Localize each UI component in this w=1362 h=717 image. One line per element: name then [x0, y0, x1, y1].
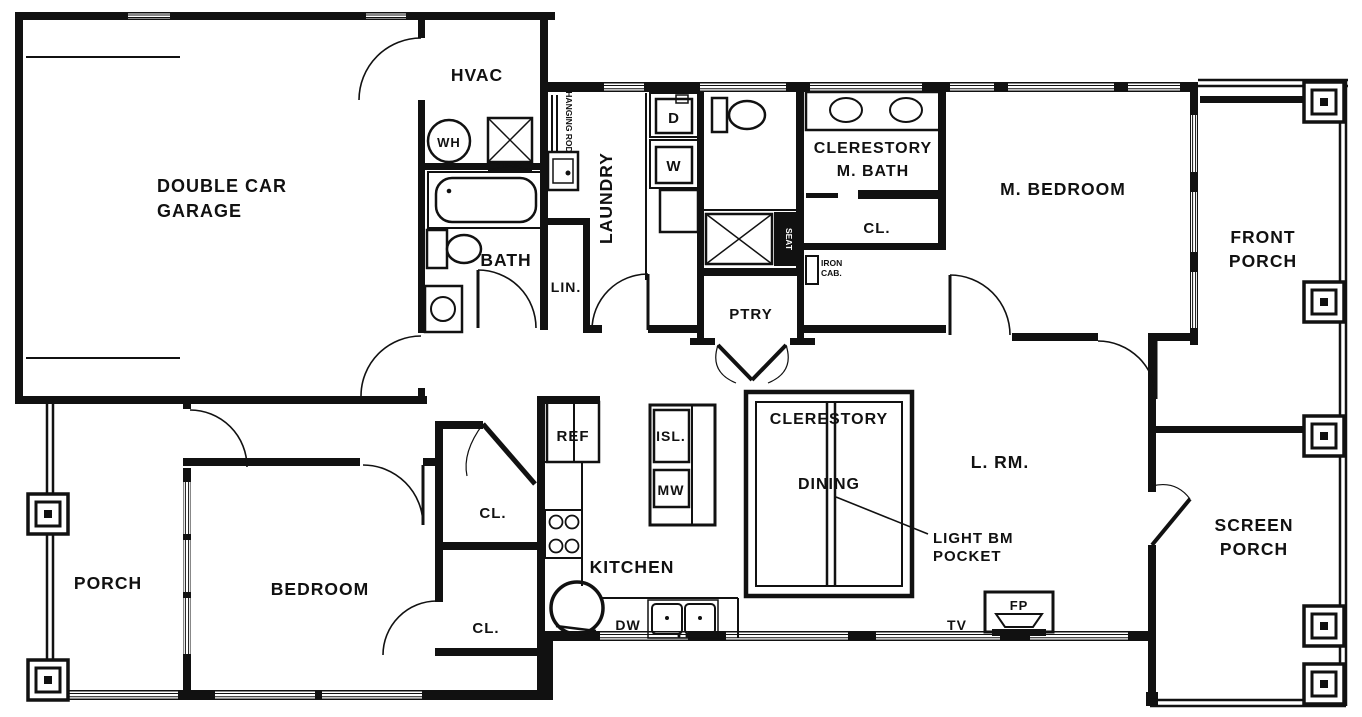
- bath-door-arc: [477, 269, 537, 329]
- laundry-lower-cabinet: [658, 188, 700, 234]
- pantry-door-leaf-left: [716, 343, 754, 382]
- closet-lower-door-arc: [382, 600, 438, 656]
- mbath-label-line1: CLERESTORY: [814, 140, 932, 157]
- bath-vanity: [423, 284, 464, 334]
- screen-porch-label-line2: PORCH: [1220, 539, 1288, 559]
- light-beam-leader: [835, 496, 929, 535]
- shower: [704, 209, 798, 266]
- dining-clerestory-box: [743, 389, 915, 599]
- hvac-label: HVAC: [451, 65, 503, 85]
- garage-door-tracks: [26, 56, 180, 359]
- water-heater-label: WH: [437, 135, 461, 150]
- bedroom-label: BEDROOM: [271, 579, 369, 599]
- kitchen-island: [648, 403, 717, 527]
- hanging-rod-label: HANGING ROD: [564, 91, 574, 152]
- fireplace-label: FP: [1010, 598, 1029, 613]
- washer-unit: [649, 139, 699, 189]
- iron-cab-label-line2: CAB.: [821, 268, 842, 278]
- garage-label-line2: GARAGE: [157, 201, 242, 221]
- mbath-closet-label: CL.: [863, 220, 890, 237]
- fireplace-unit: [983, 590, 1055, 636]
- front-porch-label-line1: FRONT: [1230, 227, 1295, 247]
- closet-upper-label: CL.: [479, 505, 506, 522]
- range: [544, 509, 583, 559]
- pantry-door-leaf-right: [750, 343, 788, 382]
- closet-upper-door-leaf: [481, 422, 537, 486]
- kitchen-label: KITCHEN: [590, 557, 675, 577]
- tv-label: TV: [947, 617, 967, 633]
- refrigerator-label: REF: [557, 428, 590, 445]
- bath-toilet: [425, 228, 483, 270]
- windows: [62, 13, 1197, 699]
- kitchen-sink: [647, 599, 719, 639]
- dining-label-line2: DINING: [798, 476, 860, 493]
- water-heater: [426, 118, 472, 164]
- dining-label-line1: CLERESTORY: [770, 411, 888, 428]
- living-room-label: L. RM.: [971, 452, 1030, 472]
- mbedroom-door-arc: [949, 274, 1011, 336]
- dryer-label: D: [668, 110, 680, 127]
- porch-door-arc: [189, 409, 248, 468]
- light-beam-label-line1: LIGHT BM: [933, 530, 1014, 547]
- mbedroom-label: M. BEDROOM: [1000, 179, 1126, 199]
- front-door-arc: [1097, 340, 1157, 400]
- washer-label: W: [666, 158, 681, 175]
- doors: [189, 37, 1192, 656]
- laundry-label: LAUNDRY: [596, 152, 616, 244]
- laundry-cabinet: [546, 150, 580, 192]
- porch-label: PORCH: [74, 573, 142, 593]
- hvac-door-arc: [358, 37, 422, 101]
- porch-columns: [26, 80, 1346, 706]
- bath-label: BATH: [480, 250, 531, 270]
- shower-seat: [774, 212, 798, 266]
- labels: DOUBLE CAR GARAGE HVAC WH BATH LIN. LAUN…: [74, 65, 1297, 637]
- bathtub: [427, 171, 543, 229]
- closet-lower-label: CL.: [472, 620, 499, 637]
- screen-door-leaf: [1150, 497, 1192, 547]
- garage-label-line1: DOUBLE CAR: [157, 176, 287, 196]
- iron-cab-label-line1: IRON: [821, 258, 842, 268]
- corner-cabinet: [549, 580, 605, 636]
- hanging-rod: [551, 95, 558, 152]
- microwave-label: MW: [658, 482, 685, 498]
- screen-porch-label-line1: SCREEN: [1215, 515, 1294, 535]
- light-beam-label-line2: POCKET: [933, 548, 1002, 565]
- mbath-label-line2: M. BATH: [837, 163, 909, 180]
- dryer-unit: [649, 92, 699, 138]
- island-label: ISL.: [656, 428, 686, 444]
- walls: [15, 12, 1308, 706]
- pantry-label: PTRY: [729, 306, 772, 323]
- linen-label: LIN.: [551, 279, 581, 295]
- shower-seat-label: SEAT: [784, 228, 794, 251]
- fixtures: [423, 90, 1055, 639]
- garage-hall-door-arc: [360, 335, 422, 397]
- dishwasher-label: DW: [615, 617, 640, 633]
- master-vanity: [804, 90, 942, 132]
- laundry-door-arc: [591, 273, 649, 331]
- furnace-unit: [486, 116, 534, 171]
- porch-rails: [45, 78, 1348, 708]
- bedroom-door-arc: [362, 464, 424, 526]
- iron-cabinet: [805, 255, 819, 285]
- wc-toilet: [710, 96, 767, 134]
- front-porch-label-line2: PORCH: [1229, 251, 1297, 271]
